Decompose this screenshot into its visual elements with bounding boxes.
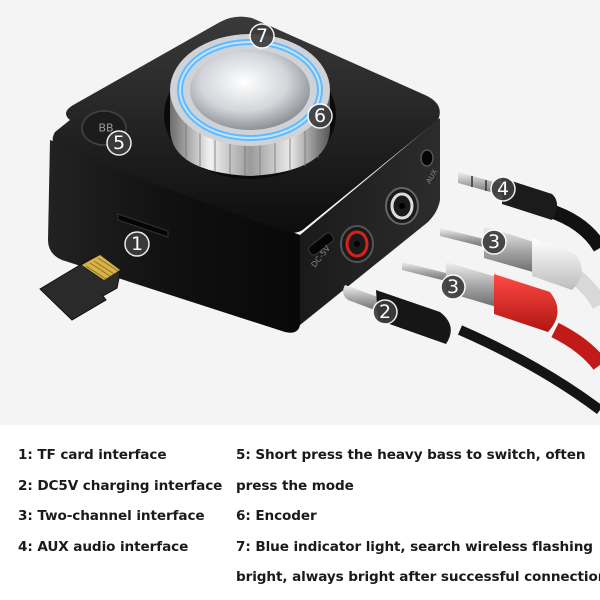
legend-item-1: 1: TF card interface [18, 447, 167, 463]
tf-card [39, 255, 121, 321]
svg-text:5: 5 [113, 132, 125, 154]
svg-text:4: 4 [497, 178, 509, 200]
svg-text:7: 7 [256, 25, 268, 47]
device-side-face [300, 118, 440, 325]
badge-7: 7 [249, 23, 275, 49]
legend-item-5: 5: Short press the heavy bass to switch,… [236, 447, 586, 463]
legend-item-3: 3: Two-channel interface [18, 508, 205, 524]
badge-6: 6 [307, 103, 333, 129]
encoder-knob[interactable] [164, 34, 336, 179]
product-photo: BB DC-5V [0, 0, 600, 425]
svg-text:6: 6 [314, 105, 326, 127]
badge-2: 2 [372, 299, 398, 325]
badge-5: 5 [106, 130, 132, 156]
badge-1: 1 [124, 231, 150, 257]
device-front-face [48, 140, 300, 333]
aux-port[interactable] [420, 149, 434, 167]
svg-text:3: 3 [488, 231, 500, 253]
legend-item-2: 2: DC5V charging interface [18, 478, 223, 494]
legend: 1: TF card interface 2: DC5V charging in… [0, 425, 600, 600]
svg-text:3: 3 [447, 276, 459, 298]
legend-item-7: 7: Blue indicator light, search wireless… [236, 539, 593, 555]
dc-port[interactable] [307, 231, 335, 256]
legend-item-5-cont: press the mode [236, 478, 354, 494]
badge-3-red: 3 [440, 274, 466, 300]
rca-socket-red[interactable] [340, 225, 374, 263]
legend-item-4: 4: AUX audio interface [18, 539, 189, 555]
bass-button-label: BB [98, 122, 113, 135]
legend-item-7-cont: bright, always bright after successful c… [236, 569, 600, 585]
badge-4: 4 [490, 176, 516, 202]
svg-text:1: 1 [131, 233, 143, 255]
usb-c-plug [343, 285, 451, 344]
rca-socket-white[interactable] [385, 187, 419, 225]
badge-3-white: 3 [481, 229, 507, 255]
svg-text:2: 2 [379, 301, 391, 323]
legend-item-6: 6: Encoder [236, 508, 317, 524]
tf-card-slot[interactable] [117, 213, 169, 238]
red-rca-plug [402, 262, 558, 332]
